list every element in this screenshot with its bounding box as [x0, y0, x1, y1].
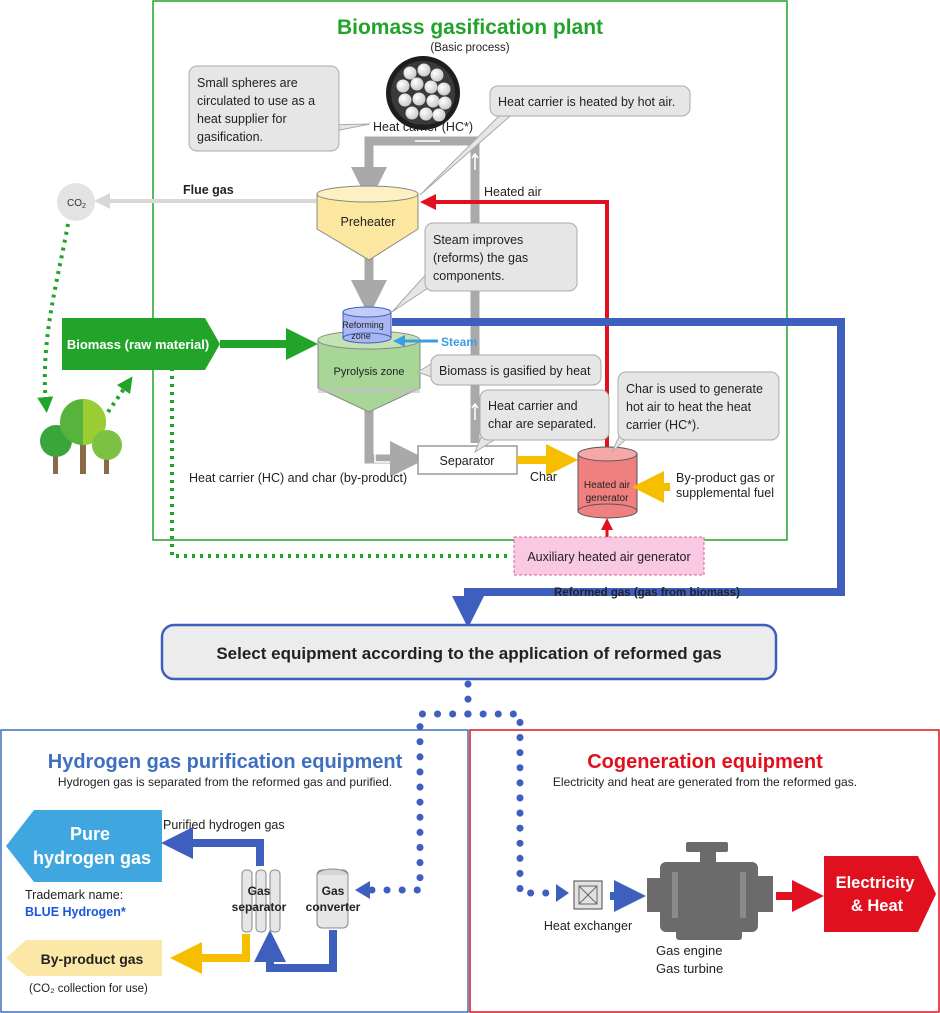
flow-direction-marks: [374, 140, 479, 463]
byproduct-gas-label: By-product gas: [41, 951, 144, 967]
fuel-label-1: By-product gas or: [676, 471, 775, 485]
reforming-zone: [342, 306, 392, 344]
callout-separated: Heat carrier and char are separated.: [473, 389, 610, 454]
hydrogen-title: Hydrogen gas purification equipment: [48, 751, 403, 773]
heated-air-arrow: [420, 194, 609, 452]
callout-hc-heated: Heat carrier is heated by hot air.: [419, 85, 691, 196]
plant-frame: [152, 0, 788, 541]
callout-char-used: Char is used to generate hot air to heat…: [611, 371, 780, 453]
svg-text:Heat carrier is heated by hot: Heat carrier is heated by hot air.: [498, 95, 675, 109]
hc-char-label: Heat carrier (HC) and char (by-product): [189, 471, 407, 485]
plant-subtitle: (Basic process): [430, 42, 509, 54]
trademark-label: Trademark name:: [25, 888, 123, 902]
fuel-label-2: supplemental fuel: [676, 486, 774, 500]
biomass-label: Biomass (raw material): [67, 337, 209, 352]
co2-to-trees-dots: [37, 223, 70, 413]
converter-to-separator-arrow: [254, 930, 337, 972]
dots-arrowhead-right: [556, 884, 569, 902]
svg-text:hot air to heat the heat: hot air to heat the heat: [626, 400, 752, 414]
svg-text:char are separated.: char are separated.: [488, 417, 596, 431]
heated-air-generator: [577, 446, 638, 519]
cogen-frame: [469, 729, 940, 1013]
trees-to-co2-dots: [106, 376, 133, 414]
callout-steam: Steam improves (reforms) the gas compone…: [391, 222, 578, 313]
heated-air-label: Heated air: [484, 185, 542, 199]
gas-converter-label-2: converter: [306, 900, 361, 914]
reforming-zone-label-1: Reforming: [342, 320, 384, 330]
electricity-label: Electricity: [836, 874, 916, 892]
select-equipment-label: Select equipment according to the applic…: [216, 644, 721, 663]
hydrogen-frame: [0, 729, 469, 1013]
svg-text:Heat carrier and: Heat carrier and: [488, 399, 578, 413]
gas-engine-icon: [647, 842, 773, 940]
pure-hydrogen-output: [6, 810, 162, 882]
heat-exchanger-label: Heat exchanger: [544, 919, 632, 933]
distribution-dots: [366, 680, 472, 894]
preheater: [316, 185, 419, 261]
electricity-heat-output: [824, 856, 936, 932]
auxiliary-label: Auxiliary heated air generator: [527, 550, 690, 564]
trademark-name: BLUE Hydrogen*: [25, 905, 126, 919]
svg-text:components.: components.: [433, 269, 505, 283]
byproduct-gas-output: [6, 940, 162, 976]
svg-text:circulated to use as a: circulated to use as a: [197, 94, 315, 108]
preheater-label: Preheater: [341, 215, 396, 229]
gas-turbine-label: Gas turbine: [656, 961, 723, 976]
heat-carrier-label: Heat carrier (HC*): [373, 120, 473, 134]
flue-gas-label: Flue gas: [183, 183, 234, 197]
gas-engine-label: Gas engine: [656, 943, 723, 958]
heat-carrier-spheres-icon: [386, 56, 460, 130]
auxiliary-generator-box: [513, 536, 705, 576]
trees-icon: [40, 399, 122, 474]
svg-text:gasification.: gasification.: [197, 130, 263, 144]
select-equipment-box: [160, 623, 778, 681]
svg-text:Char is used to generate: Char is used to generate: [626, 382, 763, 396]
svg-text:heat supplier for: heat supplier for: [197, 112, 287, 126]
reformed-gas-line: [392, 318, 845, 628]
heat-label: & Heat: [851, 897, 904, 915]
gas-converter-label-1: Gas: [322, 884, 345, 898]
generator-label-1: Heated air: [584, 480, 631, 491]
svg-text:Biomass is gasified by heat: Biomass is gasified by heat: [439, 364, 591, 378]
svg-text:carrier (HC*).: carrier (HC*).: [626, 418, 700, 432]
cogen-title: Cogeneration equipment: [587, 751, 823, 773]
reformed-gas-label: Reformed gas (gas from biomass): [554, 587, 740, 599]
steam-label: Steam: [441, 335, 477, 349]
gas-separator-label-2: separator: [232, 900, 287, 914]
dots-arrowhead-left: [355, 881, 370, 899]
pyrolysis-zone-label: Pyrolysis zone: [334, 366, 405, 378]
hydrogen-subtitle: Hydrogen gas is separated from the refor…: [58, 775, 392, 789]
gas-separator-label-1: Gas: [248, 884, 271, 898]
reforming-zone-label-2: zone: [351, 331, 371, 341]
purified-hydrogen-label: Purified hydrogen gas: [163, 818, 285, 832]
callout-biomass-gasified: Biomass is gasified by heat: [416, 354, 602, 386]
svg-text:Small spheres are: Small spheres are: [197, 76, 298, 90]
distribution-dots-right: [464, 710, 564, 897]
pure-hydrogen-label-1: Pure: [70, 824, 110, 844]
gas-converter: [316, 868, 349, 929]
svg-text:(reforms) the gas: (reforms) the gas: [433, 251, 528, 265]
heat-exchanger-icon: [573, 880, 603, 910]
co2-bubble: [57, 183, 95, 221]
separator-label: Separator: [440, 454, 495, 468]
generator-label-2: generator: [586, 493, 629, 504]
pure-hydrogen-label-2: hydrogen gas: [33, 848, 151, 868]
byproduct-gas-arrow: [170, 934, 250, 974]
biomass-input: [62, 318, 220, 370]
char-label: Char: [530, 470, 557, 484]
callout-spheres: Small spheres are circulated to use as a…: [188, 65, 371, 152]
co2-collection-label: (CO₂ collection for use): [29, 983, 148, 995]
svg-text:Steam improves: Steam improves: [433, 233, 523, 247]
co2-label: CO2: [67, 198, 86, 210]
purified-hydrogen-arrow: [161, 827, 264, 866]
cogen-subtitle: Electricity and heat are generated from …: [553, 775, 857, 789]
plant-title: Biomass gasification plant: [337, 16, 603, 39]
